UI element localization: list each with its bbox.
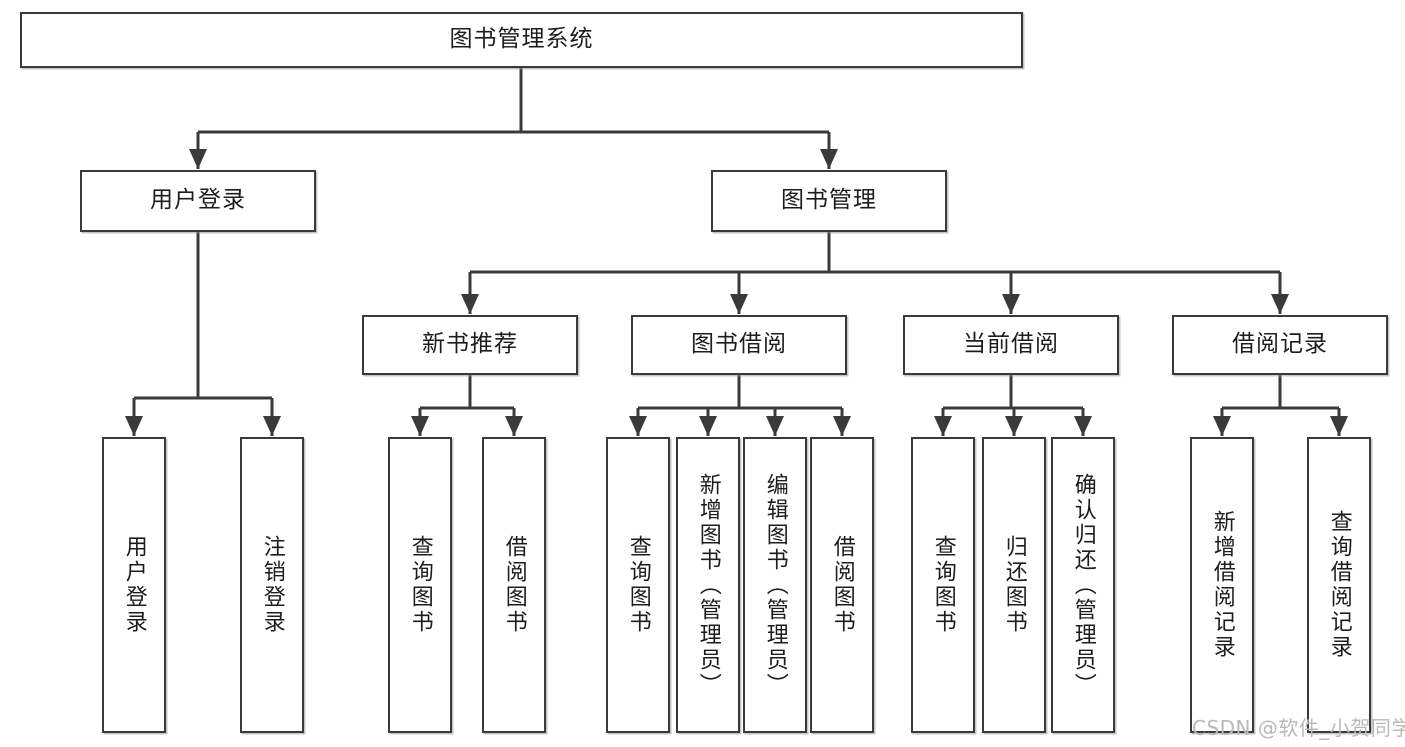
node-book-manage[interactable]: 图书管理 <box>711 170 947 232</box>
node-leaf-confirm-return-admin[interactable]: 确认归还（管理员） <box>1051 437 1115 733</box>
node-leaf-borrow-book[interactable]: 借阅图书 <box>810 437 874 733</box>
node-book-borrow[interactable]: 图书借阅 <box>631 315 847 375</box>
node-label: 新书推荐 <box>422 331 518 358</box>
node-label: 新增图书（管理员） <box>695 472 721 698</box>
node-label: 查询图书 <box>930 535 956 635</box>
node-new-book-recommend[interactable]: 新书推荐 <box>362 315 578 375</box>
node-leaf-query-book-recommend[interactable]: 查询图书 <box>388 437 452 733</box>
node-label: 当前借阅 <box>963 331 1059 358</box>
node-label: 用户登录 <box>121 535 147 635</box>
node-label: 图书管理 <box>781 187 877 214</box>
node-label: 查询借阅记录 <box>1326 510 1352 660</box>
node-label: 用户登录 <box>150 187 246 214</box>
node-label: 借阅记录 <box>1232 331 1328 358</box>
node-label: 归还图书 <box>1001 535 1027 635</box>
node-leaf-add-borrow-record[interactable]: 新增借阅记录 <box>1190 437 1254 733</box>
node-label: 查询图书 <box>407 535 433 635</box>
node-label: 借阅图书 <box>829 535 855 635</box>
node-leaf-borrow-book-recommend[interactable]: 借阅图书 <box>482 437 546 733</box>
node-current-borrow[interactable]: 当前借阅 <box>903 315 1119 375</box>
node-user-login[interactable]: 用户登录 <box>80 170 316 232</box>
node-leaf-query-book-borrow[interactable]: 查询图书 <box>606 437 670 733</box>
node-label: 注销登录 <box>259 535 285 635</box>
watermark-text: CSDN @软件_小贺同学 <box>1192 716 1405 740</box>
node-leaf-user-login[interactable]: 用户登录 <box>102 437 166 733</box>
node-leaf-query-book-current[interactable]: 查询图书 <box>911 437 975 733</box>
node-leaf-return-book[interactable]: 归还图书 <box>982 437 1046 733</box>
node-leaf-edit-book-admin[interactable]: 编辑图书（管理员） <box>743 437 807 733</box>
node-label: 编辑图书（管理员） <box>762 472 788 698</box>
node-label: 图书借阅 <box>691 331 787 358</box>
node-label: 借阅图书 <box>501 535 527 635</box>
node-root[interactable]: 图书管理系统 <box>20 12 1023 68</box>
node-label: 查询图书 <box>625 535 651 635</box>
node-leaf-user-logout[interactable]: 注销登录 <box>240 437 304 733</box>
node-label: 确认归还（管理员） <box>1070 472 1096 698</box>
node-borrow-record[interactable]: 借阅记录 <box>1172 315 1388 375</box>
node-leaf-query-borrow-record[interactable]: 查询借阅记录 <box>1307 437 1371 733</box>
node-label: 新增借阅记录 <box>1209 510 1235 660</box>
node-label: 图书管理系统 <box>449 26 594 53</box>
node-leaf-add-book-admin[interactable]: 新增图书（管理员） <box>676 437 740 733</box>
